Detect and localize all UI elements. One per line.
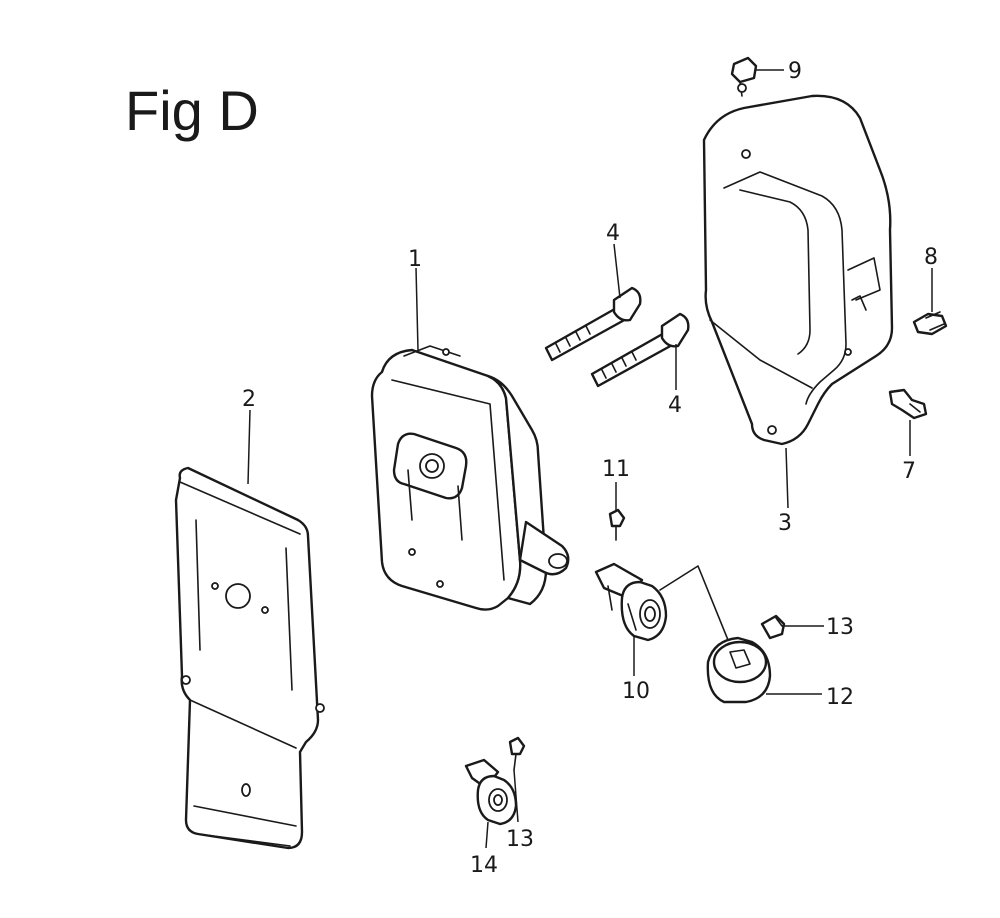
callout-2: 2 [242, 387, 256, 412]
part-13-screw-lower [508, 736, 526, 771]
callout-12: 12 [826, 685, 854, 710]
part-9-screw [730, 56, 758, 97]
callout-13-right: 13 [826, 615, 854, 640]
leader-lines [247, 69, 933, 849]
callout-3: 3 [778, 511, 792, 536]
callout-1: 1 [408, 247, 422, 272]
part-4-bolt-upper [544, 286, 642, 362]
part-13-screw-right [760, 614, 786, 640]
part-12-cap [706, 636, 772, 704]
callout-7: 7 [902, 459, 916, 484]
callout-9: 9 [788, 59, 802, 84]
callout-8: 8 [924, 245, 938, 270]
part-4-bolt-lower [590, 312, 690, 388]
callout-13-lower: 13 [506, 827, 534, 852]
callout-10: 10 [622, 679, 650, 704]
part-1-muffler [370, 345, 570, 611]
part-3-protector [702, 94, 894, 446]
part-8-screw [912, 311, 948, 336]
part-2-plate [174, 466, 325, 850]
callout-14: 14 [470, 853, 498, 878]
figure-title: Fig D [125, 79, 259, 142]
callout-4-lower: 4 [668, 393, 682, 418]
part-14-assembly [464, 758, 518, 826]
part-7-screw [888, 388, 928, 420]
callout-4-upper: 4 [606, 221, 620, 246]
part-10-spark-arrester [594, 562, 729, 642]
callout-11: 11 [602, 457, 630, 482]
part-11-screw [608, 508, 626, 541]
